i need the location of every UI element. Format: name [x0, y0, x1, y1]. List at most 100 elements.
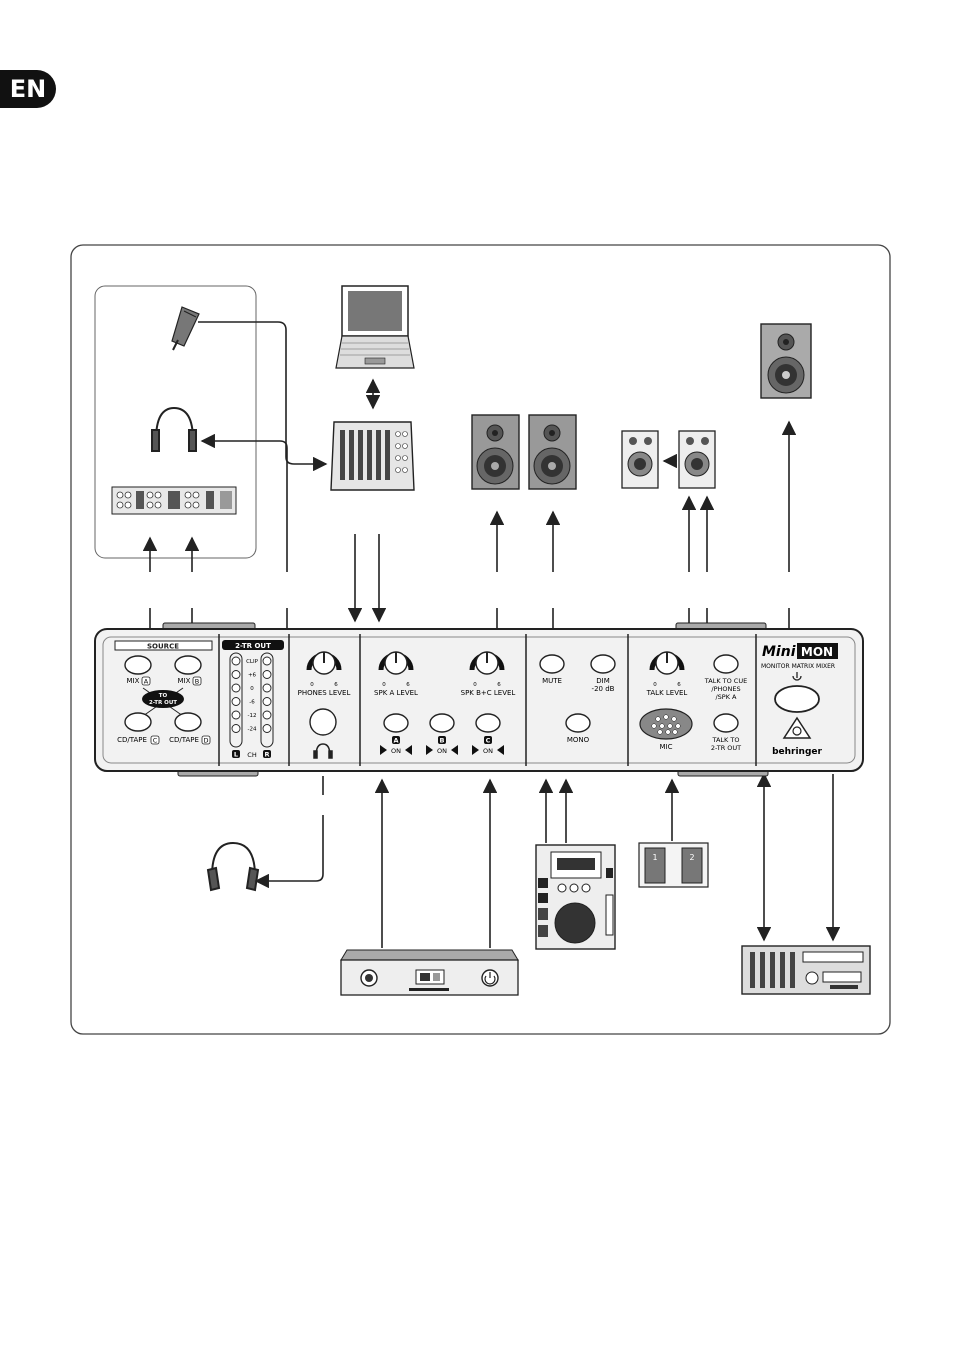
talk-to-2tr-button[interactable] [714, 714, 738, 732]
spk-a-knob-min: 0 [382, 682, 386, 688]
meter-scale-label: 0 [250, 686, 254, 692]
meter-scale-label: -24 [248, 727, 257, 733]
mute-label: MUTE [542, 677, 562, 685]
talk-cue-line1: TALK TO CUE [704, 677, 747, 685]
phones-level-label: PHONES LEVEL [298, 689, 351, 697]
spk-a-on-button[interactable] [384, 714, 408, 732]
talk-cue-line3: /SPK A [715, 693, 737, 701]
meter-scale-label: +6 [248, 673, 257, 679]
microphone-icon [172, 307, 199, 350]
speaker-a-right-icon [529, 415, 576, 489]
meter-led-l [232, 698, 240, 706]
meter-scale-label: -12 [248, 713, 257, 719]
meter-led-r [263, 684, 271, 692]
desk-mixer-icon [331, 422, 414, 490]
spk-b-on-label: ON [437, 747, 447, 755]
meter-ch: CH [247, 751, 257, 759]
spk-a-level-label: SPK A LEVEL [374, 689, 418, 697]
meter-led-l [232, 711, 240, 719]
spk-c-on-label: ON [483, 747, 493, 755]
spk-b-on-button[interactable] [430, 714, 454, 732]
talk-knob-min: 0 [653, 682, 657, 688]
brand-name: behringer [772, 747, 822, 757]
meter-led-r [263, 671, 271, 679]
mix-a-label: MIX [127, 677, 140, 685]
meter-r: R [264, 751, 269, 759]
meter-header: 2-TR OUT [235, 642, 271, 650]
mix-b-label: MIX [178, 677, 191, 685]
dim-button[interactable] [591, 655, 615, 673]
talk-2tr-line1: TALK TO [712, 736, 740, 744]
spk-c-letter: C [486, 737, 491, 745]
meter-led-r [263, 698, 271, 706]
cd-tape-d-label: CD/TAPE [169, 736, 199, 744]
talkback-mic-grille [640, 709, 692, 739]
meter-scale-label: CLIP [246, 659, 259, 665]
rack-recorder-icon [742, 946, 870, 994]
mix-a-letter: A [144, 678, 149, 686]
spk-bc-level-label: SPK B+C LEVEL [461, 689, 516, 697]
mono-button[interactable] [566, 714, 590, 732]
speaker-c-icon [761, 324, 811, 398]
meter-led-r [263, 711, 271, 719]
brand-subtitle: MONITOR MATRIX MIXER [761, 663, 835, 670]
meter-led-l [232, 657, 240, 665]
talk-cue-line2: /PHONES [711, 685, 740, 693]
meter-led-l [232, 725, 240, 733]
speaker-b-left-icon [622, 431, 658, 488]
source-header: SOURCE [147, 643, 179, 651]
mix-b-letter: B [195, 678, 199, 686]
power-button[interactable] [775, 686, 819, 712]
cable-mic-to-mixer [198, 322, 326, 464]
cd-tape-d-button[interactable] [175, 713, 201, 731]
cd-player-icon [536, 845, 615, 949]
laptop-icon [336, 286, 414, 368]
mix-a-button[interactable] [125, 656, 151, 674]
spk-a-on-label: ON [391, 747, 401, 755]
spk-bc-knob-max: 6 [497, 682, 501, 688]
talk-knob-max: 6 [677, 682, 681, 688]
meter-led-l [232, 671, 240, 679]
meter-led-r [263, 725, 271, 733]
control-headphones-icon [208, 843, 258, 890]
speaker-b-right-icon [679, 431, 715, 488]
footswitch-icon: 1 2 [639, 843, 708, 887]
spk-b-letter: B [440, 737, 445, 745]
spk-c-on-button[interactable] [476, 714, 500, 732]
meter-scale-label: -6 [249, 700, 255, 706]
footswitch-pedal-2-label: 2 [689, 853, 694, 862]
spk-bc-knob-min: 0 [473, 682, 477, 688]
footswitch-pedal-1-label: 1 [652, 853, 657, 862]
dim-label-line2: -20 dB [592, 685, 615, 693]
mix-b-button[interactable] [175, 656, 201, 674]
brand-mon: MON [801, 645, 833, 659]
cd-tape-c-label: CD/TAPE [117, 736, 147, 744]
booth-rack-mixer-icon [112, 487, 236, 514]
phones-jack[interactable] [310, 709, 336, 735]
brand-mini: Mini [762, 644, 796, 660]
to-2tr-line1: TO [159, 693, 168, 699]
meter-l: L [234, 751, 238, 759]
to-2tr-line2: 2-TR OUT [149, 700, 177, 706]
cable-phones-control [256, 815, 323, 881]
talk-to-cue-button[interactable] [714, 655, 738, 673]
phones-knob-max: 6 [334, 682, 338, 688]
cd-tape-c-letter: C [153, 737, 158, 745]
phones-knob-min: 0 [310, 682, 314, 688]
booth-headphones-icon [152, 408, 196, 451]
speaker-a-left-icon [472, 415, 519, 489]
dim-label-line1: DIM [596, 677, 610, 685]
mute-button[interactable] [540, 655, 564, 673]
cd-tape-c-button[interactable] [125, 713, 151, 731]
talk-level-label: TALK LEVEL [646, 689, 688, 697]
mono-label: MONO [567, 736, 590, 744]
meter-led-r [263, 657, 271, 665]
meter-led-l [232, 684, 240, 692]
cd-tape-d-letter: D [203, 737, 208, 745]
power-unit-icon [341, 950, 518, 995]
booth-area [95, 286, 256, 558]
spk-a-letter: A [393, 737, 398, 745]
talk-2tr-line2: 2-TR OUT [711, 744, 741, 752]
mic-label: MIC [660, 743, 673, 751]
